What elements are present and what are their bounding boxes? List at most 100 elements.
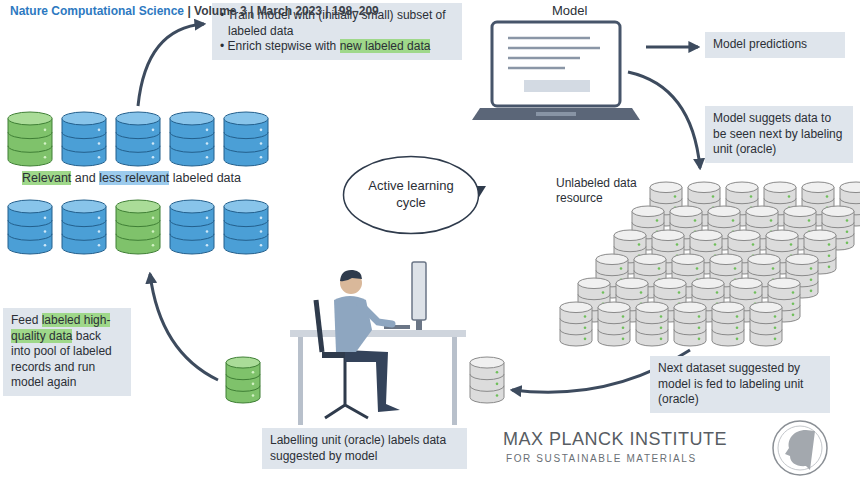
database-cylinder	[226, 357, 260, 403]
cylinder-top	[750, 302, 782, 313]
cylinder-band	[116, 146, 160, 152]
text-run: less	[99, 171, 125, 185]
cylinder-band	[650, 198, 682, 203]
database-cylinder	[62, 200, 106, 254]
node-text: Active learning cycle	[356, 178, 466, 212]
cylinder-band	[710, 270, 742, 275]
cylinder-light	[206, 142, 209, 145]
cylinder-band	[116, 234, 160, 240]
cylinder-light	[810, 290, 813, 293]
cylinder-light	[658, 267, 661, 270]
text-run: 3	[240, 4, 247, 18]
cylinder-light	[206, 244, 209, 247]
cylinder-light	[252, 371, 255, 374]
cylinder-body	[636, 307, 668, 346]
cylinder-light	[260, 156, 263, 159]
text-run: of	[60, 344, 70, 358]
database-cylinder	[116, 200, 160, 254]
cylinder-light	[206, 217, 209, 220]
cylinder-top	[728, 230, 760, 241]
cylinder-light	[260, 129, 263, 132]
text-run: data	[49, 329, 72, 343]
laptop-screen	[492, 22, 620, 106]
cylinder-band	[224, 234, 268, 240]
cylinder-light	[44, 244, 47, 247]
cylinder-top	[710, 254, 742, 265]
cylinder-body	[470, 363, 504, 403]
chair-back	[316, 300, 322, 352]
cylinder-light	[640, 291, 643, 294]
cylinder-light	[622, 338, 625, 341]
cylinder-light	[808, 219, 811, 222]
cylinder-band	[598, 330, 630, 335]
cylinder-top	[784, 206, 816, 217]
text-run: March	[257, 4, 292, 18]
cylinder-body	[674, 307, 706, 346]
cylinder-top	[786, 254, 818, 265]
cylinder-top	[226, 357, 260, 368]
cylinder-top	[712, 302, 744, 313]
chair-base	[325, 358, 368, 418]
cylinder-light	[698, 338, 701, 341]
text-run: with	[315, 39, 336, 53]
cylinder-top	[802, 182, 834, 193]
cylinder-body	[116, 118, 160, 166]
text-run: and	[75, 171, 96, 185]
desk-leg	[452, 337, 457, 425]
cylinder-body	[8, 118, 52, 166]
laptop-illustration	[472, 22, 640, 120]
cylinder-band	[822, 222, 854, 227]
cylinder-body	[226, 363, 260, 403]
cylinder-band	[226, 374, 260, 380]
output-box: Model predictions	[705, 32, 845, 58]
database-cylinder	[224, 112, 268, 166]
cylinder-top	[670, 206, 702, 217]
cylinder-body	[170, 206, 214, 254]
cylinder-band	[598, 318, 630, 323]
flow-arrow	[150, 274, 218, 380]
text-run: •	[220, 39, 224, 53]
cylinder-light	[678, 291, 681, 294]
cylinder-top	[654, 278, 686, 289]
text-run: Feed	[11, 313, 38, 327]
text-run: labeled	[73, 344, 112, 358]
cylinder-band	[690, 246, 722, 251]
cylinder-light	[694, 219, 697, 222]
cylinder-band	[116, 220, 160, 226]
cylinder-top	[560, 302, 592, 313]
cylinder-band	[728, 246, 760, 251]
node-text: Labelling unit (oracle) labels data sugg…	[270, 433, 459, 464]
cylinder-light	[44, 217, 47, 220]
cylinder-body	[560, 307, 592, 346]
text-run: 198–209	[332, 4, 379, 18]
text-run: and	[54, 360, 74, 374]
cylinder-light	[734, 267, 737, 270]
cylinder-band	[224, 132, 268, 138]
cylinder-light	[732, 219, 735, 222]
cylinder-light	[828, 254, 831, 257]
flow-arrow	[646, 46, 698, 49]
cylinder-light	[736, 315, 739, 318]
database-cylinder	[170, 200, 214, 254]
cylinder-light	[152, 217, 155, 220]
cylinder-top	[596, 254, 628, 265]
cylinder-light	[656, 219, 659, 222]
cylinder-light	[98, 129, 101, 132]
cylinder-light	[496, 371, 499, 374]
cylinder-top	[62, 112, 106, 125]
cylinder-band	[224, 220, 268, 226]
note-box: Labelling unit (oracle) labels data sugg…	[262, 428, 467, 469]
cylinder-light	[496, 383, 499, 386]
cylinder-top	[708, 206, 740, 217]
cylinder-band	[766, 246, 798, 251]
cylinder-light	[792, 291, 795, 294]
cylinder-top	[768, 278, 800, 289]
cylinder-light	[98, 230, 101, 233]
database-cylinder	[8, 112, 52, 166]
cylinder-top	[746, 206, 778, 217]
cylinder-top	[224, 112, 268, 125]
cylinder-band	[62, 220, 106, 226]
cylinder-body	[170, 118, 214, 166]
cylinder-light	[846, 230, 849, 233]
